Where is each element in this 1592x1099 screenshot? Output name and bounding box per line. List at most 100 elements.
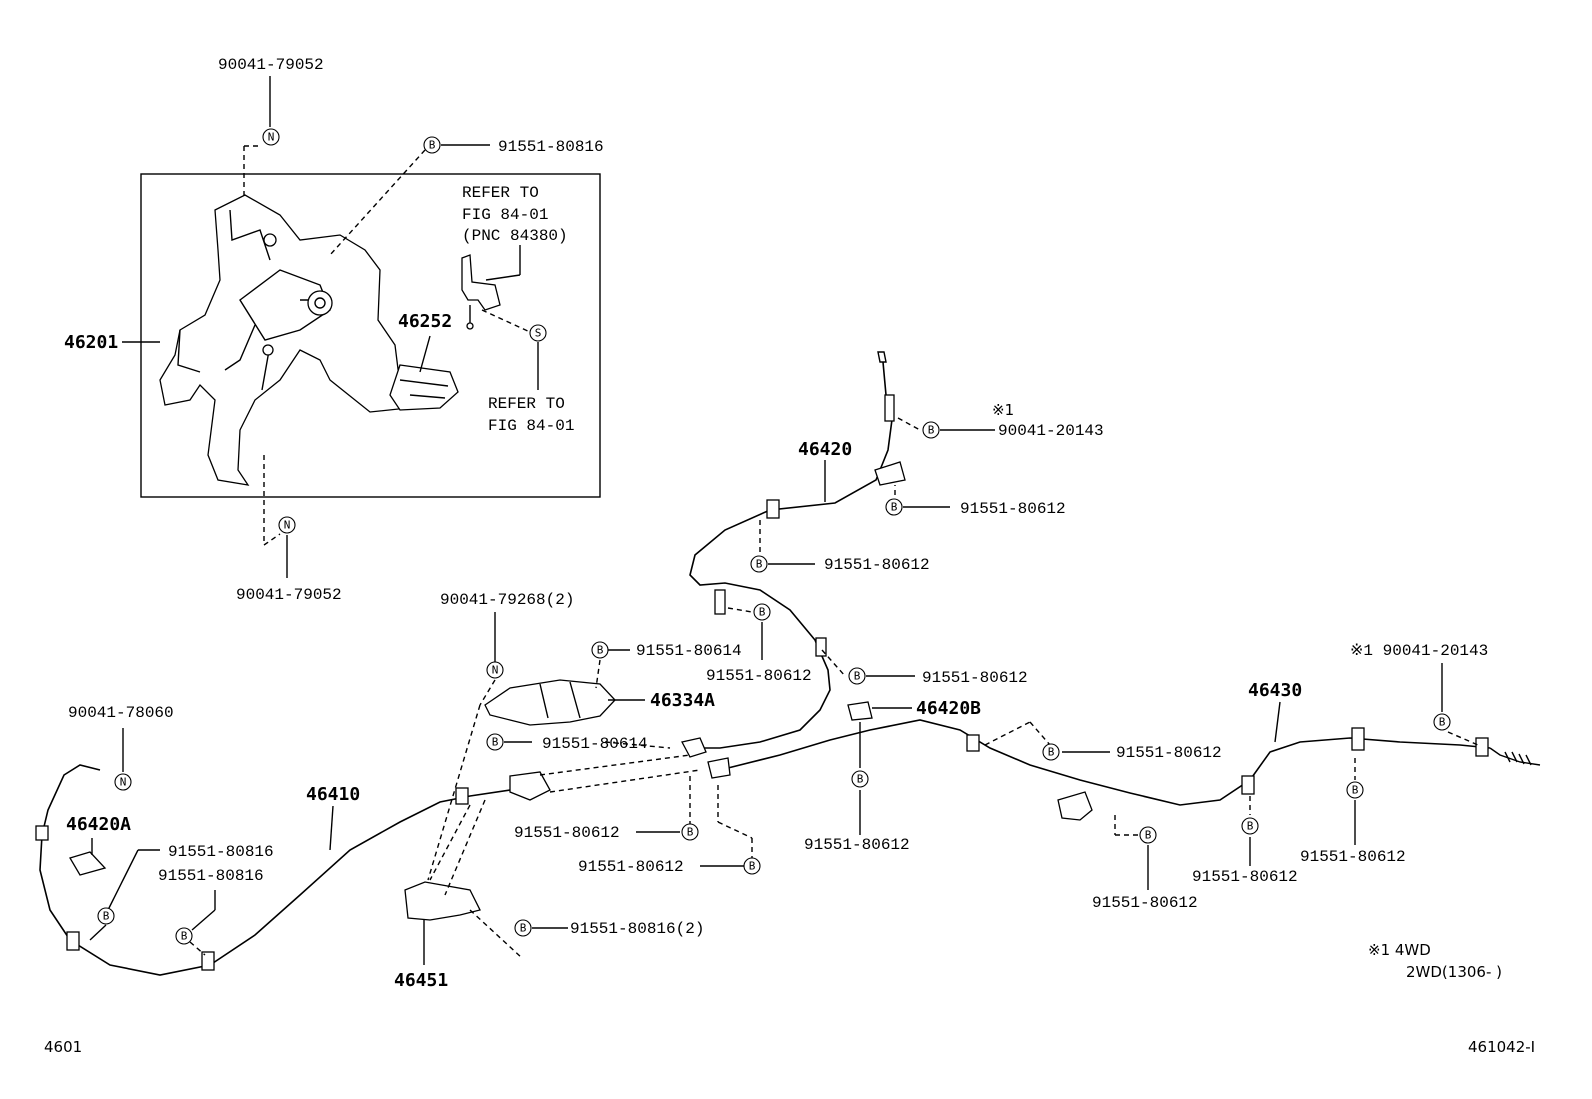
svg-text:B: B bbox=[1048, 746, 1055, 759]
bolt-symbol: B bbox=[1042, 743, 1060, 761]
label-91551-80816-2: 91551-80816(2) bbox=[570, 920, 704, 938]
bolt-symbol: B bbox=[1433, 713, 1451, 731]
bolt-symbol: B bbox=[97, 907, 115, 925]
cable-46410 bbox=[35, 764, 551, 976]
label-91551-80612-f: 91551-80612 bbox=[514, 824, 620, 842]
svg-text:B: B bbox=[520, 922, 527, 935]
label-91551-80612-j: 91551-80612 bbox=[1192, 868, 1298, 886]
label-90041-78060: 90041-78060 bbox=[68, 704, 174, 722]
bolt-symbol: B bbox=[591, 641, 609, 659]
cable-leaders bbox=[89, 417, 1479, 965]
svg-text:N: N bbox=[268, 131, 275, 144]
svg-text:B: B bbox=[103, 910, 110, 923]
label-90041-20143-a: 90041-20143 bbox=[998, 422, 1104, 440]
svg-text:B: B bbox=[749, 860, 756, 873]
label-90041-79052-bottom: 90041-79052 bbox=[236, 586, 342, 604]
nut-symbol: N bbox=[278, 516, 296, 534]
label-91551-80612-a: 91551-80612 bbox=[960, 500, 1066, 518]
bolt-symbol: B bbox=[1346, 781, 1364, 799]
bolt-symbol: B bbox=[743, 857, 761, 875]
label-46420a: 46420A bbox=[66, 814, 131, 835]
svg-text:B: B bbox=[891, 501, 898, 514]
label-90041-20143-b: ※1 90041-20143 bbox=[1350, 642, 1488, 660]
svg-text:N: N bbox=[284, 519, 291, 532]
label-91551-80816-b: 91551-80816 bbox=[158, 867, 264, 885]
label-note1-top: ※1 bbox=[992, 401, 1014, 419]
label-46410: 46410 bbox=[306, 784, 360, 805]
cover-46334a-drawing bbox=[484, 679, 616, 726]
svg-text:B: B bbox=[1247, 820, 1254, 833]
label-91551-80612-h: 91551-80612 bbox=[1300, 848, 1406, 866]
label-91551-80816-top: 91551-80816 bbox=[498, 138, 604, 156]
svg-text:N: N bbox=[120, 776, 127, 789]
pedal-assembly-group bbox=[140, 173, 601, 498]
bracket-hole-2 bbox=[262, 344, 274, 356]
pedal-bracket-drawing bbox=[159, 194, 409, 486]
svg-text:B: B bbox=[492, 736, 499, 749]
bracket-hole-1 bbox=[263, 233, 277, 247]
symbols: N B S N B B B B B B N B B B B B B B B B … bbox=[97, 128, 1451, 945]
label-note-4wd: ※1 4WD bbox=[1368, 941, 1431, 959]
svg-text:B: B bbox=[756, 558, 763, 571]
label-91551-80614-a: 91551-80614 bbox=[636, 642, 742, 660]
pedal-pivot-hole bbox=[307, 290, 333, 316]
label-46201: 46201 bbox=[64, 332, 118, 353]
bolt-symbol: B bbox=[1241, 817, 1259, 835]
label-90041-79268: 90041-79268(2) bbox=[440, 591, 574, 609]
bolt-symbol: B bbox=[885, 498, 903, 516]
label-46451: 46451 bbox=[394, 970, 448, 991]
label-91551-80612-d: 91551-80612 bbox=[922, 669, 1028, 687]
label-91551-80612-e: 91551-80612 bbox=[1116, 744, 1222, 762]
bolt-symbol: B bbox=[175, 927, 193, 945]
bolt-symbol: B bbox=[514, 919, 532, 937]
label-91551-80612-b: 91551-80612 bbox=[824, 556, 930, 574]
svg-text:B: B bbox=[1352, 784, 1359, 797]
label-91551-80612-c: 91551-80612 bbox=[706, 667, 812, 685]
label-note-2wd: 2WD(1306- ) bbox=[1406, 963, 1502, 981]
label-fig-84-01-2: FIG 84-01 bbox=[488, 417, 574, 435]
cable-46430 bbox=[681, 701, 1541, 821]
label-46252: 46252 bbox=[398, 311, 452, 332]
label-fig-84-01-1: FIG 84-01 bbox=[462, 206, 548, 224]
part-labels: 90041-79052 91551-80816 REFER TO FIG 84-… bbox=[44, 56, 1535, 1056]
bolt-symbol: B bbox=[922, 421, 940, 439]
label-refer-to-2: REFER TO bbox=[488, 395, 565, 413]
label-91551-80612-k: 91551-80612 bbox=[1092, 894, 1198, 912]
screw-symbol: S bbox=[529, 324, 547, 342]
svg-text:S: S bbox=[535, 327, 542, 340]
pedal-leaders bbox=[122, 76, 539, 578]
bolt-symbol: B bbox=[681, 823, 699, 841]
pedal-pad-46252-drawing bbox=[389, 364, 459, 411]
bolt-symbol: B bbox=[1139, 826, 1157, 844]
footer-right-code: 461042-I bbox=[1468, 1038, 1535, 1056]
svg-text:B: B bbox=[854, 670, 861, 683]
svg-text:B: B bbox=[429, 139, 436, 152]
bolt-symbol: B bbox=[486, 733, 504, 751]
label-90041-79052-top: 90041-79052 bbox=[218, 56, 324, 74]
svg-text:B: B bbox=[687, 826, 694, 839]
switch-bracket-drawing bbox=[461, 254, 501, 311]
label-91551-80612-g: 91551-80612 bbox=[804, 836, 910, 854]
svg-text:B: B bbox=[857, 773, 864, 786]
svg-text:B: B bbox=[1145, 829, 1152, 842]
label-91551-80614-b: 91551-80614 bbox=[542, 735, 648, 753]
svg-text:N: N bbox=[492, 664, 499, 677]
nut-symbol: N bbox=[262, 128, 280, 146]
svg-text:B: B bbox=[181, 930, 188, 943]
label-91551-80612-i: 91551-80612 bbox=[578, 858, 684, 876]
pedal-pad-detail bbox=[399, 379, 449, 399]
label-pnc-84380: (PNC 84380) bbox=[462, 227, 568, 245]
label-refer-to-1: REFER TO bbox=[462, 184, 539, 202]
nut-symbol: N bbox=[114, 773, 132, 791]
switch-screw-head bbox=[466, 322, 474, 330]
cable-46420 bbox=[689, 351, 906, 749]
bolt-symbol: B bbox=[851, 770, 869, 788]
bolt-symbol: B bbox=[423, 136, 441, 154]
label-46334a: 46334A bbox=[650, 690, 715, 711]
svg-text:B: B bbox=[759, 606, 766, 619]
pedal-assembly-frame bbox=[140, 173, 601, 498]
svg-text:B: B bbox=[928, 424, 935, 437]
cover-46334a-detail bbox=[539, 681, 581, 719]
label-46430: 46430 bbox=[1248, 680, 1302, 701]
